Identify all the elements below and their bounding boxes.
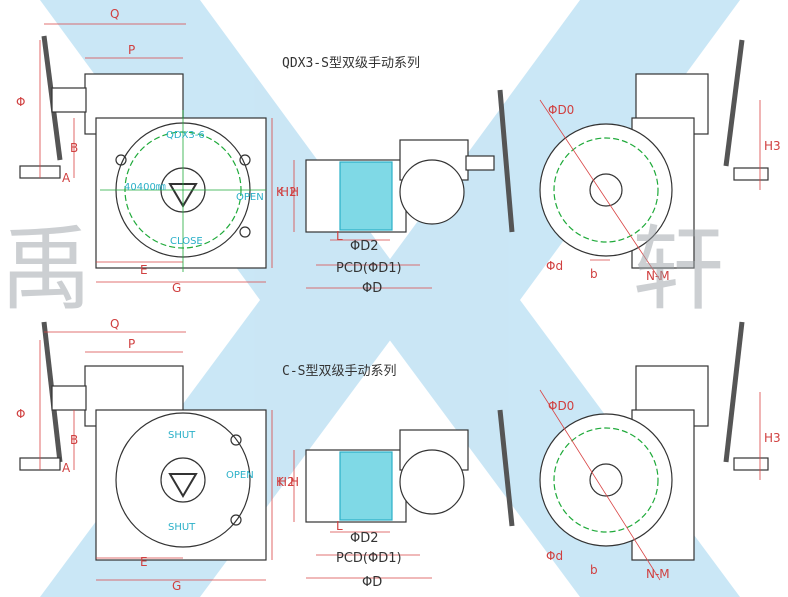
dim-D2-bottom: ΦD2 <box>350 531 379 546</box>
dim-D0-bottom: ΦD0 <box>548 399 574 413</box>
bottom-front-view <box>19 321 267 561</box>
dim-b-top: b <box>590 267 598 281</box>
dimension-label-group: Q P Φ B A K E G H H2 L ΦD2 PCD(ΦD1) ΦD Φ… <box>16 7 781 593</box>
dim-E-top: E <box>140 263 148 277</box>
dim-NM-bottom: N-M <box>646 567 670 581</box>
dim-G-top: G <box>172 281 181 295</box>
dim-G-bottom: G <box>172 579 181 593</box>
dial-shut-bottom: SHUT <box>168 522 196 533</box>
top-front-dims <box>39 23 273 283</box>
dim-D-top: ΦD <box>362 281 382 296</box>
dim-phi-top: Φ <box>16 95 25 109</box>
dim-PCD-top: PCD(ΦD1) <box>336 261 402 276</box>
dial-shut-top: SHUT <box>168 430 196 441</box>
top-right-view <box>539 39 769 269</box>
top-section-view <box>305 89 515 233</box>
dim-b-bottom: b <box>590 563 598 577</box>
dim-H2-bottom: H2 <box>278 475 295 489</box>
bottom-right-dims <box>539 389 761 581</box>
dim-E-bottom: E <box>140 555 148 569</box>
top-right-dims <box>539 99 761 281</box>
dial-open-bottom: OPEN <box>226 470 254 481</box>
dim-D2-top: ΦD2 <box>350 239 379 254</box>
dim-D-bottom: ΦD <box>362 575 382 590</box>
bottom-section-dims <box>293 450 432 579</box>
dim-H-bottom: H <box>290 475 299 489</box>
dim-A-bottom: A <box>62 461 71 475</box>
dim-d-top: Φd <box>546 259 563 273</box>
dim-Q-top: Q <box>110 7 119 21</box>
dim-D0-top: ΦD0 <box>548 103 574 117</box>
top-section-dims <box>293 160 432 289</box>
bottom-section-view <box>305 409 515 527</box>
top-front-centerlines <box>100 110 266 272</box>
dim-K-top: K <box>276 185 285 199</box>
dial-label-group: QDX3-6 OPEN CLOSE 40400㎜ SHUT OPEN SHUT <box>124 130 264 533</box>
dim-d-bottom: Φd <box>546 549 563 563</box>
dim-Q-bottom: Q <box>110 317 119 331</box>
dial-open: OPEN <box>236 192 264 203</box>
dim-H-top: H <box>290 185 299 199</box>
dim-PCD-bottom: PCD(ΦD1) <box>336 551 402 566</box>
dim-B-bottom: B <box>70 433 78 447</box>
watermark-right-char: 轩 <box>632 216 725 323</box>
dim-A-top: A <box>62 171 71 185</box>
dim-P-bottom: P <box>128 337 135 351</box>
dim-L-bottom: L <box>336 519 343 533</box>
dial-close: CLOSE <box>170 236 203 247</box>
dim-P-top: P <box>128 43 135 57</box>
dim-phi-bottom: Φ <box>16 407 25 421</box>
dial-model: QDX3-6 <box>166 130 205 141</box>
dim-H3-top: H3 <box>764 139 781 153</box>
bottom-front-dims <box>39 331 273 581</box>
watermark-left-char: 禹 <box>0 216 93 323</box>
dim-B-top: B <box>70 141 78 155</box>
title-top-series: QDX3-S型双级手动系列 <box>282 56 420 71</box>
dim-NM-top: N-M <box>646 269 670 283</box>
dim-L-top: L <box>336 229 343 243</box>
bottom-right-view <box>539 321 769 561</box>
dim-K-bottom: K <box>276 475 285 489</box>
title-bottom-series: C-S型双级手动系列 <box>282 364 397 379</box>
dial-turns: 40400㎜ <box>124 182 166 193</box>
dim-H3-bottom: H3 <box>764 431 781 445</box>
dim-H2-top: H2 <box>280 185 297 199</box>
